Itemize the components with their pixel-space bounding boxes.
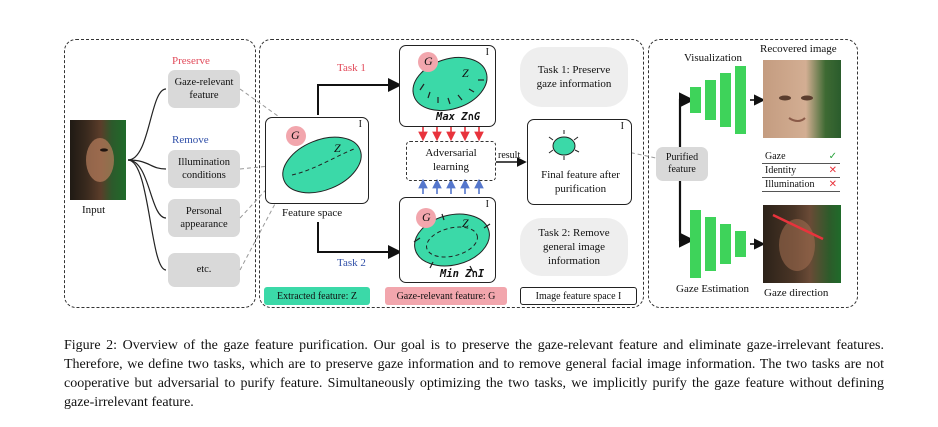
gaze-direction-photo xyxy=(763,205,841,283)
decoder-network xyxy=(690,66,746,134)
illumination-conditions-item: Illumination conditions xyxy=(168,150,240,188)
final-feature-box: I Final feature after purification xyxy=(527,119,632,205)
task2-z-symbol: Z xyxy=(462,216,469,230)
max-intersection-label: Max Z∩G xyxy=(436,111,481,123)
task2-feature-box: I G Z Min Z∩I xyxy=(399,197,496,283)
figure-caption: Figure 2: Overview of the gaze feature p… xyxy=(64,338,884,411)
check-icon: ✓ xyxy=(823,150,840,164)
feature-space-g-symbol: G xyxy=(291,128,300,142)
legend-gaze-relevant-feature: Gaze-relevant feature: G xyxy=(385,287,507,305)
table-row: Identity ✕ xyxy=(762,163,840,178)
preserve-label: Preserve xyxy=(172,55,210,67)
table-cell-label: Identity xyxy=(762,163,824,178)
task1-arrow xyxy=(317,78,402,115)
task2-arrow xyxy=(317,222,402,259)
legend-extracted-feature: Extracted feature: Z xyxy=(264,287,370,305)
recovered-image-label: Recovered image xyxy=(760,43,837,55)
table-cell-label: Illumination xyxy=(762,177,824,192)
purified-to-estimation-arrow xyxy=(678,180,695,248)
output-panel xyxy=(648,39,858,308)
cross-icon: ✕ xyxy=(823,163,840,178)
visualization-label: Visualization xyxy=(684,52,742,64)
estimator-network xyxy=(690,210,746,278)
task2-corner-mark: I xyxy=(485,199,489,210)
adversarial-learning-box: Adversarial learning xyxy=(406,141,496,181)
input-panel xyxy=(64,39,256,308)
cross-icon: ✕ xyxy=(823,177,840,192)
remove-label: Remove xyxy=(172,134,209,146)
result-label: result xyxy=(498,150,521,161)
final-feature-label: Final feature after purification xyxy=(541,169,620,196)
task1-arrow-label: Task 1 xyxy=(337,62,366,74)
attribute-table: Gaze ✓ Identity ✕ Illumination ✕ xyxy=(762,150,840,192)
task2-arrow-label: Task 2 xyxy=(337,257,366,269)
adversarial-learning-label: Adversarial learning xyxy=(425,147,477,173)
purification-panel xyxy=(259,39,644,308)
feature-space-label: Feature space xyxy=(282,207,343,219)
task1-description-text: Task 1: Preserve gaze information xyxy=(536,63,612,90)
legend-image-feature-space: Image feature space I xyxy=(520,287,637,305)
feature-space-box: I G Z xyxy=(265,117,369,204)
task2-g-symbol: G xyxy=(422,210,431,224)
task1-z-symbol: Z xyxy=(462,66,469,80)
input-label: Input xyxy=(82,204,106,216)
feature-space-corner-mark: I xyxy=(358,119,362,130)
gaze-relevant-feature-item: Gaze-relevant feature xyxy=(168,70,240,108)
task2-description-text: Task 2: Remove general image information xyxy=(538,226,610,268)
task1-g-symbol: G xyxy=(424,54,433,68)
task1-corner-mark: I xyxy=(485,47,489,58)
gaze-estimation-label: Gaze Estimation xyxy=(676,283,750,295)
recovered-face-photo xyxy=(763,60,841,138)
final-feature-corner-mark: I xyxy=(620,121,624,132)
gaze-direction-label: Gaze direction xyxy=(764,287,829,299)
table-cell-label: Gaze xyxy=(762,150,824,164)
input-branch-lines xyxy=(127,88,167,271)
purified-to-visualization-arrow xyxy=(678,92,695,148)
table-row: Illumination ✕ xyxy=(762,177,840,192)
task2-description: Task 2: Remove general image information xyxy=(520,218,628,276)
input-face-photo xyxy=(70,120,126,200)
feature-space-z-symbol: Z xyxy=(334,141,341,155)
blue-arrows xyxy=(418,178,484,194)
task1-feature-box: I G Z Max Z∩G xyxy=(399,45,496,127)
purified-feature-node: Purified feature xyxy=(656,147,708,181)
table-row: Gaze ✓ xyxy=(762,150,840,164)
etc-item: etc. xyxy=(168,253,240,287)
task1-description: Task 1: Preserve gaze information xyxy=(520,47,628,107)
min-intersection-label: Min Z∩I xyxy=(440,268,485,280)
personal-appearance-item: Personal appearance xyxy=(168,199,240,237)
